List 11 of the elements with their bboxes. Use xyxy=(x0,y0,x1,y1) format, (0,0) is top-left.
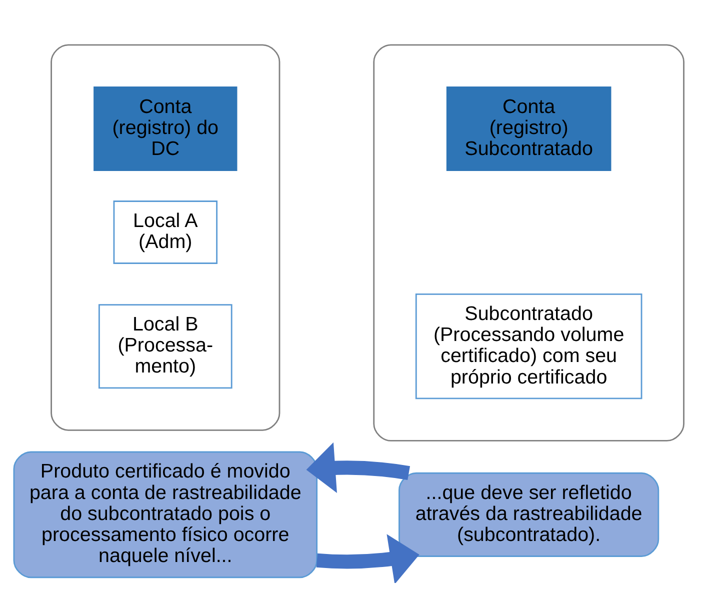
arrow xyxy=(316,534,420,582)
node-box: Local A (Adm) xyxy=(113,200,218,264)
node-box: Local B (Processa- mento) xyxy=(98,304,232,388)
cluster xyxy=(373,44,684,441)
node-box: Conta (registro) do DC xyxy=(94,86,238,170)
node-box: Produto certificado é movido para a conta de rastreabilidade do subcontratado pois o processamento físico ocorre naquele nível... xyxy=(13,450,318,578)
node-box: ...que deve ser refletido através da rastreabilidade (subcontratado). xyxy=(398,472,660,556)
cluster xyxy=(50,44,280,430)
arrow xyxy=(306,442,410,492)
node-box: Conta (registro) Subcontratado xyxy=(446,86,612,170)
node-box: Subcontratado (Processando volume certificado) com seu próprio certificado xyxy=(415,293,642,399)
